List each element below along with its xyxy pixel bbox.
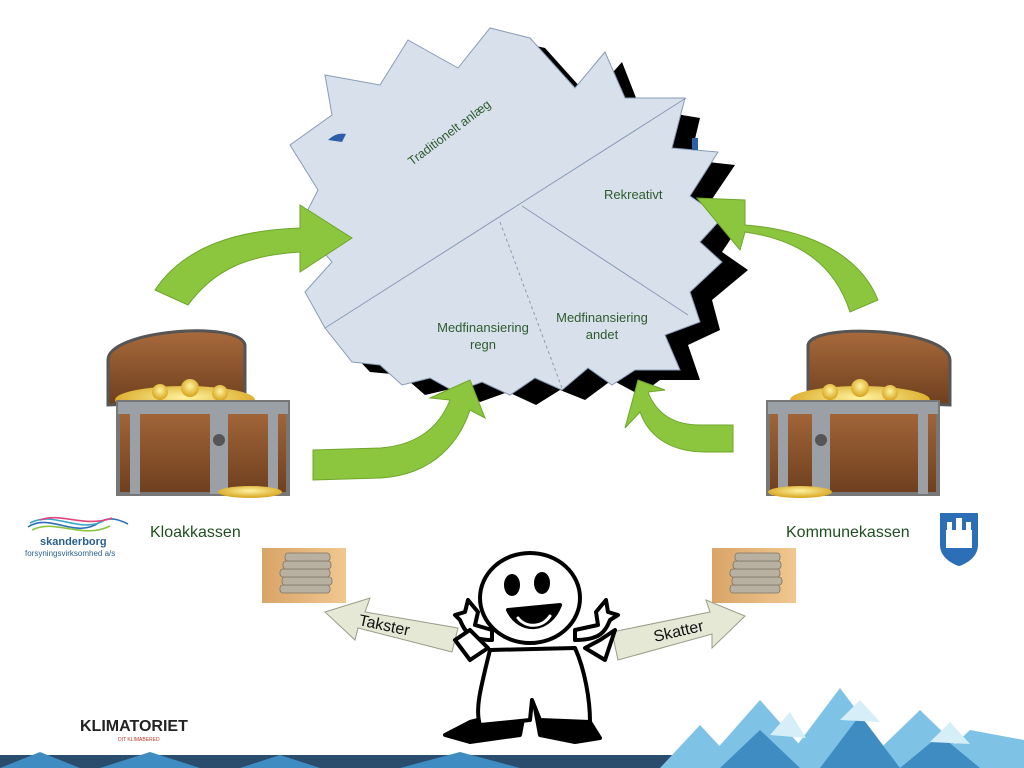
arrow-right-upper (695, 197, 879, 313)
treasure-chest-right (766, 329, 952, 498)
coin-stack-icon-right (712, 548, 796, 603)
city-crest-icon (940, 513, 978, 566)
coin-stack-icon-left (262, 548, 346, 603)
flow-arrow-takster (324, 597, 459, 653)
segment-label-medfin-andet-1: Medfinansiering (556, 310, 648, 325)
klimatoriet-sub: DIT KLIMABERED (118, 737, 160, 743)
treasure-chest-left (106, 329, 290, 498)
right-fund-label: Kommunekassen (786, 524, 910, 541)
flow-label-takster: Takster (357, 612, 412, 639)
segment-label-medfin-andet-2: andet (586, 327, 619, 342)
arrow-left-upper (154, 204, 353, 306)
divider-main (324, 97, 687, 329)
happy-figure-icon (443, 551, 620, 744)
partial-logo-mark-left (328, 133, 346, 142)
segment-label-medfin-regn-1: Medfinansiering (437, 320, 529, 335)
skanderborg-name: skanderborg (40, 536, 107, 548)
klimatoriet-logo: KLIMATORIET (80, 718, 188, 735)
flow-arrow-skatter (611, 599, 746, 661)
burst-chart (289, 27, 723, 396)
arrow-right-lower (624, 379, 734, 453)
segment-label-rekreativt: Rekreativt (604, 187, 663, 202)
left-fund-label: Kloakkassen (150, 524, 241, 541)
skanderborg-sub: forsyningsvirksomhed a/s (25, 549, 116, 558)
mosaic-decoration (0, 688, 1024, 768)
partial-logo-mark-right (692, 138, 698, 150)
skanderborg-logo-waves (27, 516, 129, 532)
arrow-left-lower (312, 379, 486, 481)
divider-right (521, 205, 689, 316)
segment-label-medfin-regn-2: regn (470, 337, 496, 352)
